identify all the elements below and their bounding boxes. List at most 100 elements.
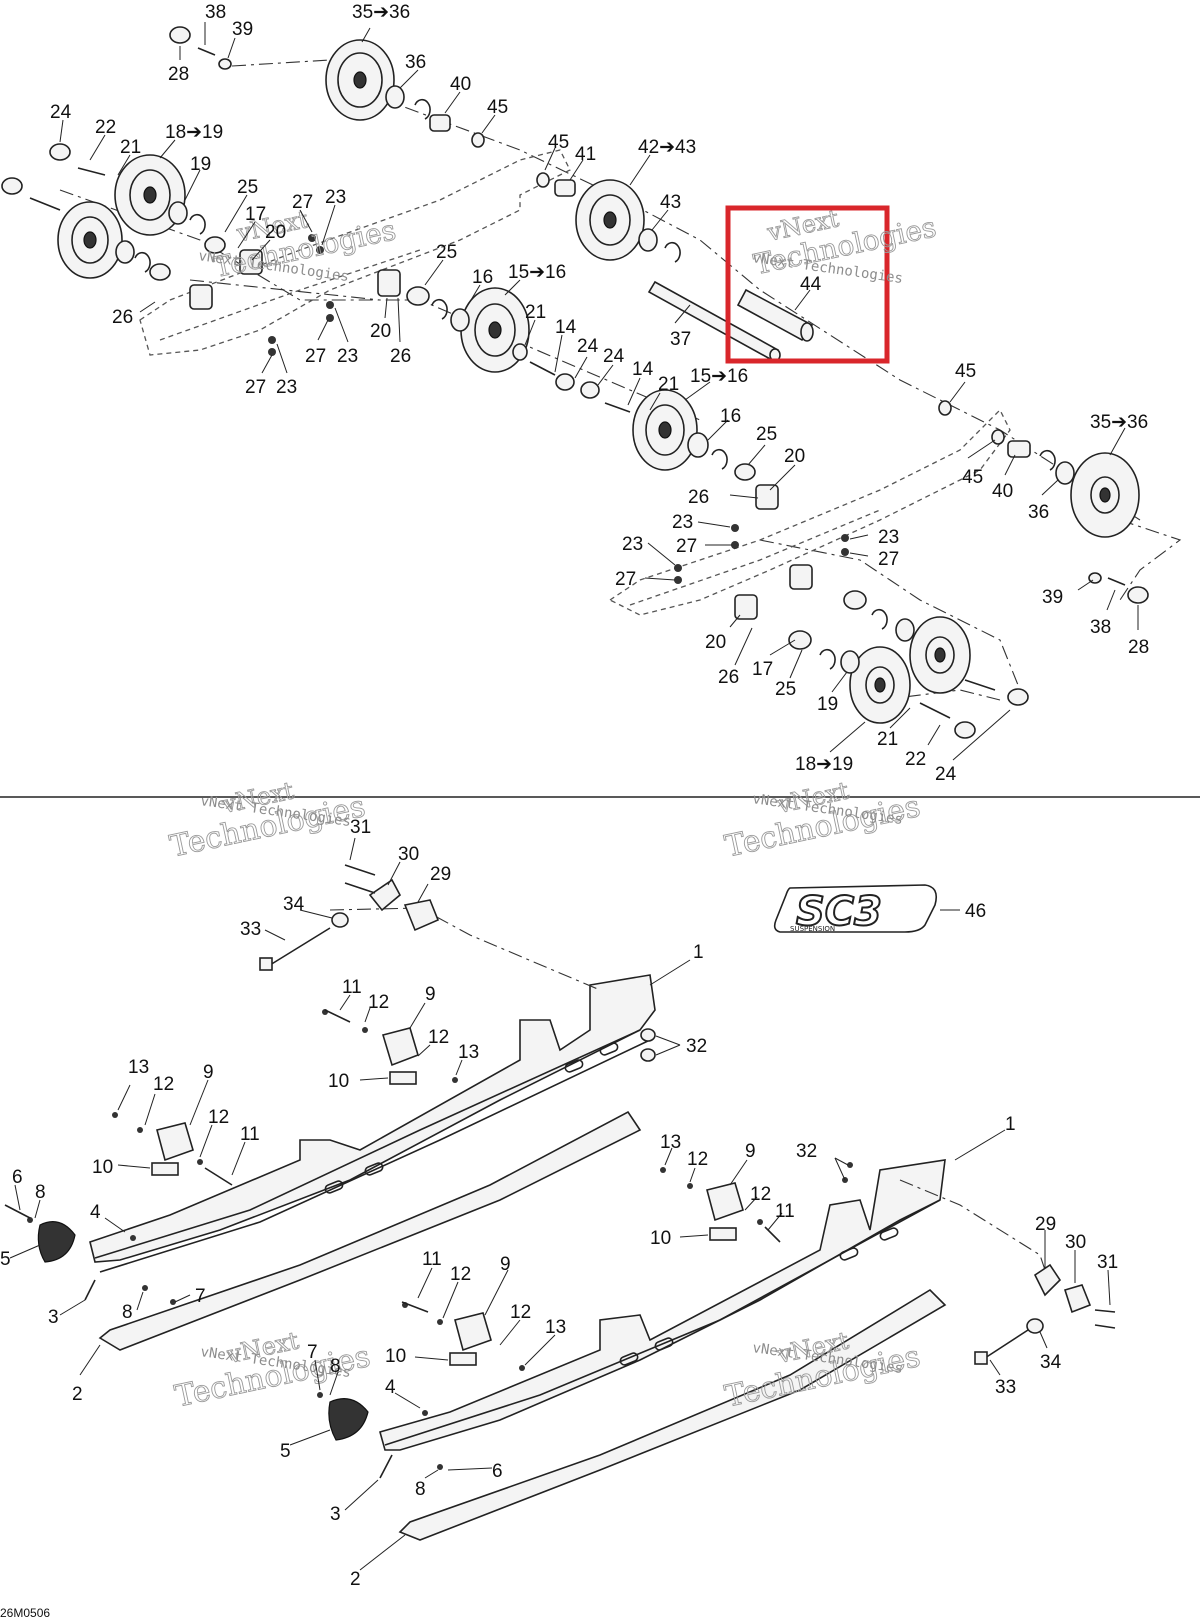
wheel-15-lower [632, 389, 698, 471]
shaft-37 [647, 280, 781, 362]
callout-25: 25 [436, 242, 457, 263]
callout-labels: 35➔36 38 39 28 36 40 45 24 22 21 18➔19 1… [0, 2, 1149, 1590]
callout-5: 5 [0, 1249, 11, 1270]
callout-27: 27 [292, 192, 313, 213]
callout-38: 38 [1090, 617, 1111, 638]
wheel-18-front-left [114, 154, 186, 236]
callout-24: 24 [577, 336, 599, 357]
bumper-front-upper [37, 1221, 76, 1263]
callout-17: 17 [752, 659, 773, 680]
callout-27: 27 [615, 569, 636, 590]
wheel-35-top [325, 39, 395, 121]
callout-27: 27 [245, 377, 266, 398]
callout-21: 21 [877, 729, 898, 750]
callout-12: 12 [687, 1149, 708, 1170]
callout-26: 26 [390, 346, 411, 367]
callout-36: 36 [405, 52, 426, 73]
callout-12: 12 [510, 1302, 531, 1323]
callout-8: 8 [122, 1302, 133, 1323]
callout-22: 22 [905, 749, 926, 770]
callout-12: 12 [368, 992, 389, 1013]
callout-12: 12 [208, 1107, 229, 1128]
idler-wheels [57, 39, 1140, 724]
callout-19: 19 [817, 694, 838, 715]
callout-33: 33 [995, 1377, 1016, 1398]
callout-45: 45 [955, 361, 976, 382]
callout-6: 6 [12, 1167, 23, 1188]
callout-20: 20 [784, 446, 805, 467]
callout-1: 1 [1005, 1114, 1016, 1135]
callout-24: 24 [50, 102, 72, 123]
callout-23: 23 [672, 512, 693, 533]
callout-34: 34 [1040, 1352, 1062, 1373]
callout-20: 20 [370, 321, 391, 342]
wheel-18-right-rear [849, 646, 911, 724]
logo-text: SC3 [796, 889, 882, 935]
callout-29: 29 [430, 864, 451, 885]
wheel-18-right-front [909, 616, 971, 694]
rail-assemblies [89, 974, 947, 1541]
callout-21: 21 [120, 137, 141, 158]
callout-35-36: 35➔36 [352, 2, 410, 23]
callout-27: 27 [305, 346, 326, 367]
callout-23: 23 [337, 346, 358, 367]
leader-lines [9, 22, 1139, 1571]
callout-6: 6 [492, 1461, 503, 1482]
callout-21: 21 [658, 374, 679, 395]
callout-11: 11 [342, 977, 362, 998]
callout-10: 10 [92, 1157, 113, 1178]
upper-frame-rails [139, 149, 1011, 616]
callout-34: 34 [283, 894, 305, 915]
callout-36: 36 [1028, 502, 1049, 523]
callout-16: 16 [720, 406, 741, 427]
callout-33: 33 [240, 919, 261, 940]
callout-37: 37 [670, 329, 691, 350]
callout-16: 16 [472, 267, 493, 288]
callout-41: 41 [575, 144, 596, 165]
callout-23: 23 [878, 527, 899, 548]
callout-2: 2 [72, 1384, 83, 1405]
callout-42-43: 42➔43 [638, 137, 696, 158]
callout-4: 4 [90, 1202, 101, 1223]
small-hardware-top [1, 26, 1149, 739]
callout-31: 31 [350, 817, 371, 838]
callout-12: 12 [428, 1027, 449, 1048]
callout-7: 7 [195, 1286, 206, 1307]
spacer-tube-44 [736, 288, 814, 342]
callout-45: 45 [487, 97, 508, 118]
callout-15-16: 15➔16 [690, 366, 748, 387]
callout-21: 21 [525, 302, 546, 323]
callout-20: 20 [265, 222, 286, 243]
callout-23: 23 [325, 187, 346, 208]
callout-38: 38 [205, 2, 226, 23]
callout-27: 27 [676, 536, 697, 557]
callout-30: 30 [1065, 1232, 1086, 1253]
callout-9: 9 [203, 1062, 214, 1083]
wheel-42 [575, 179, 645, 261]
callout-26: 26 [718, 667, 739, 688]
callout-29: 29 [1035, 1214, 1056, 1235]
callout-20: 20 [705, 632, 726, 653]
callout-32: 32 [796, 1141, 817, 1162]
callout-8: 8 [330, 1356, 341, 1377]
callout-22: 22 [95, 117, 116, 138]
callout-13: 13 [545, 1317, 566, 1338]
callout-11: 11 [422, 1249, 442, 1270]
callout-28: 28 [168, 64, 189, 85]
callout-14: 14 [555, 317, 577, 338]
callout-45: 45 [962, 467, 983, 488]
callout-25: 25 [756, 424, 777, 445]
callout-18-19: 18➔19 [165, 122, 223, 143]
callout-18-19: 18➔19 [795, 754, 853, 775]
callout-35-36: 35➔36 [1090, 412, 1148, 433]
callout-12: 12 [153, 1074, 174, 1095]
callout-12: 12 [750, 1184, 771, 1205]
callout-43: 43 [660, 192, 681, 213]
callout-25: 25 [775, 679, 796, 700]
callout-24: 24 [603, 346, 625, 367]
bumper-front-lower [328, 1398, 369, 1441]
callout-14: 14 [632, 359, 654, 380]
callout-26: 26 [688, 487, 709, 508]
callout-10: 10 [385, 1346, 406, 1367]
